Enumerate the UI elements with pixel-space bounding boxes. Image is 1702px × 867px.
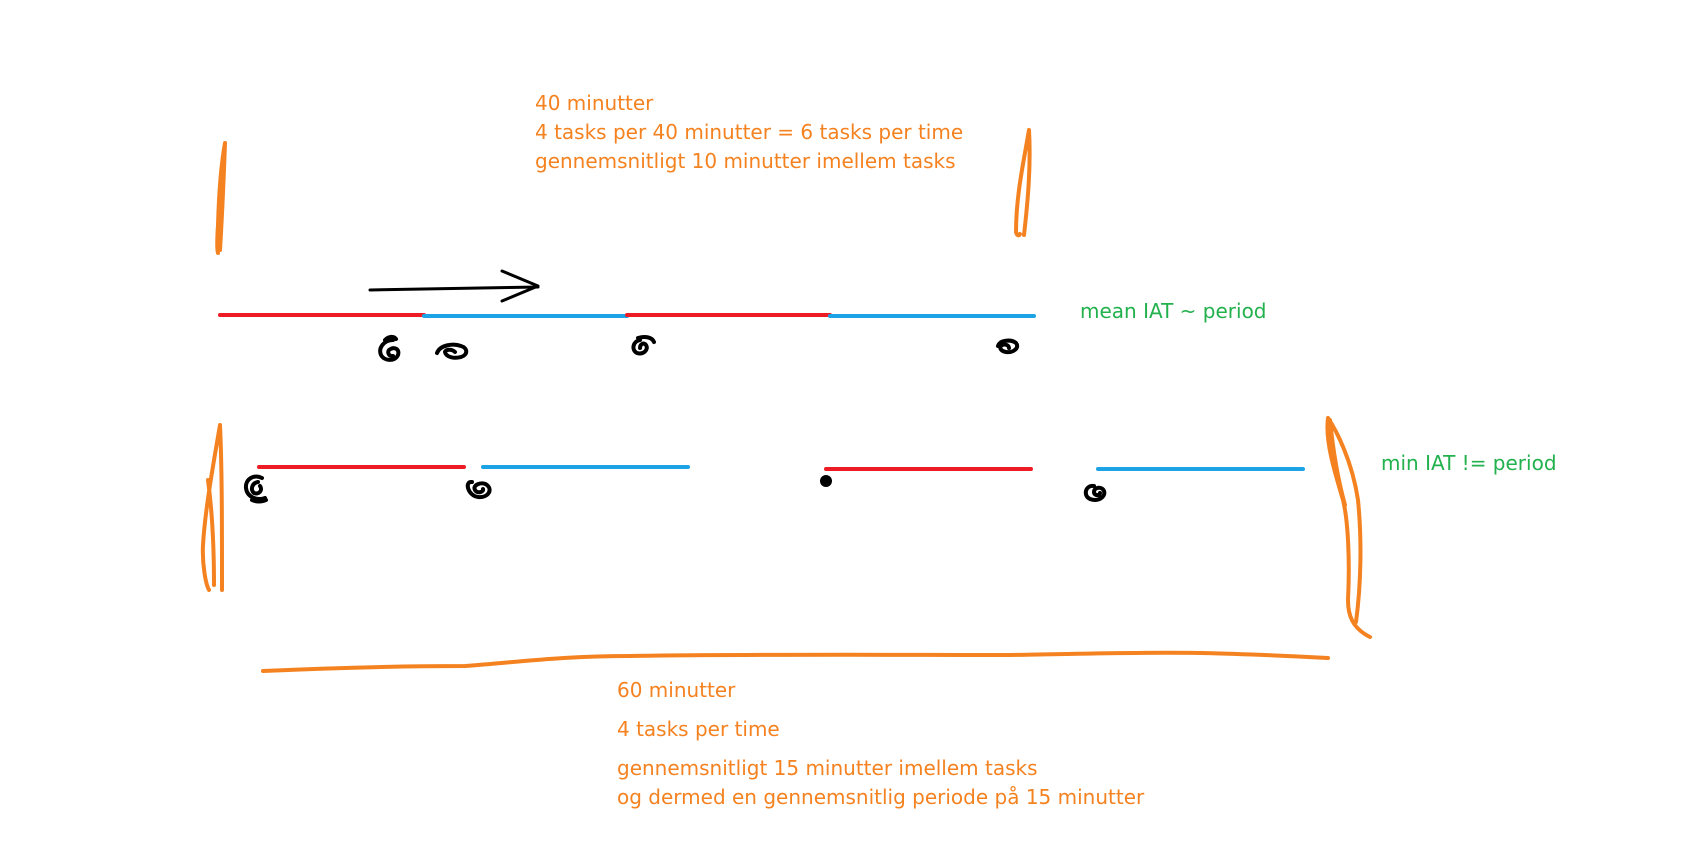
top-notes: 40 minutter 4 tasks per 40 minutter = 6 … <box>535 89 963 176</box>
top-notes-line-3: gennemsnitligt 10 minutter imellem tasks <box>535 149 956 173</box>
bottom-notes-line-2: 4 tasks per time <box>617 717 780 741</box>
task-marker-icon <box>243 474 268 504</box>
task-marker-icon <box>631 335 656 356</box>
bottom-notes: 60 minutter 4 tasks per time gennemsnitl… <box>617 676 1144 812</box>
top-notes-line-2: 4 tasks per 40 minutter = 6 tasks per ti… <box>535 120 964 144</box>
task-marker-icon <box>435 342 469 360</box>
top-right-bracket <box>1013 128 1032 238</box>
min-iat-note: min IAT != period <box>1381 451 1557 475</box>
task-marker-icon <box>378 334 401 362</box>
bottom-notes-line-4: og dermed en gennemsnitlig periode på 15… <box>617 785 1145 809</box>
bottom-span-line <box>261 650 1330 673</box>
task-marker-icon <box>465 480 492 500</box>
task-marker-icon <box>1083 483 1107 502</box>
bottom-right-bracket <box>1325 416 1372 639</box>
mean-iat-note: mean IAT ~ period <box>1080 299 1267 323</box>
top-left-bracket <box>215 141 227 255</box>
task-marker-icon <box>996 338 1020 355</box>
bottom-notes-line-1: 60 minutter <box>617 678 736 702</box>
arrow-right-icon <box>368 269 540 303</box>
bottom-left-bracket <box>200 423 224 592</box>
bottom-notes-line-3: gennemsnitligt 15 minutter imellem tasks <box>617 756 1038 780</box>
task-marker-icon <box>820 475 832 487</box>
top-notes-line-1: 40 minutter <box>535 91 654 115</box>
